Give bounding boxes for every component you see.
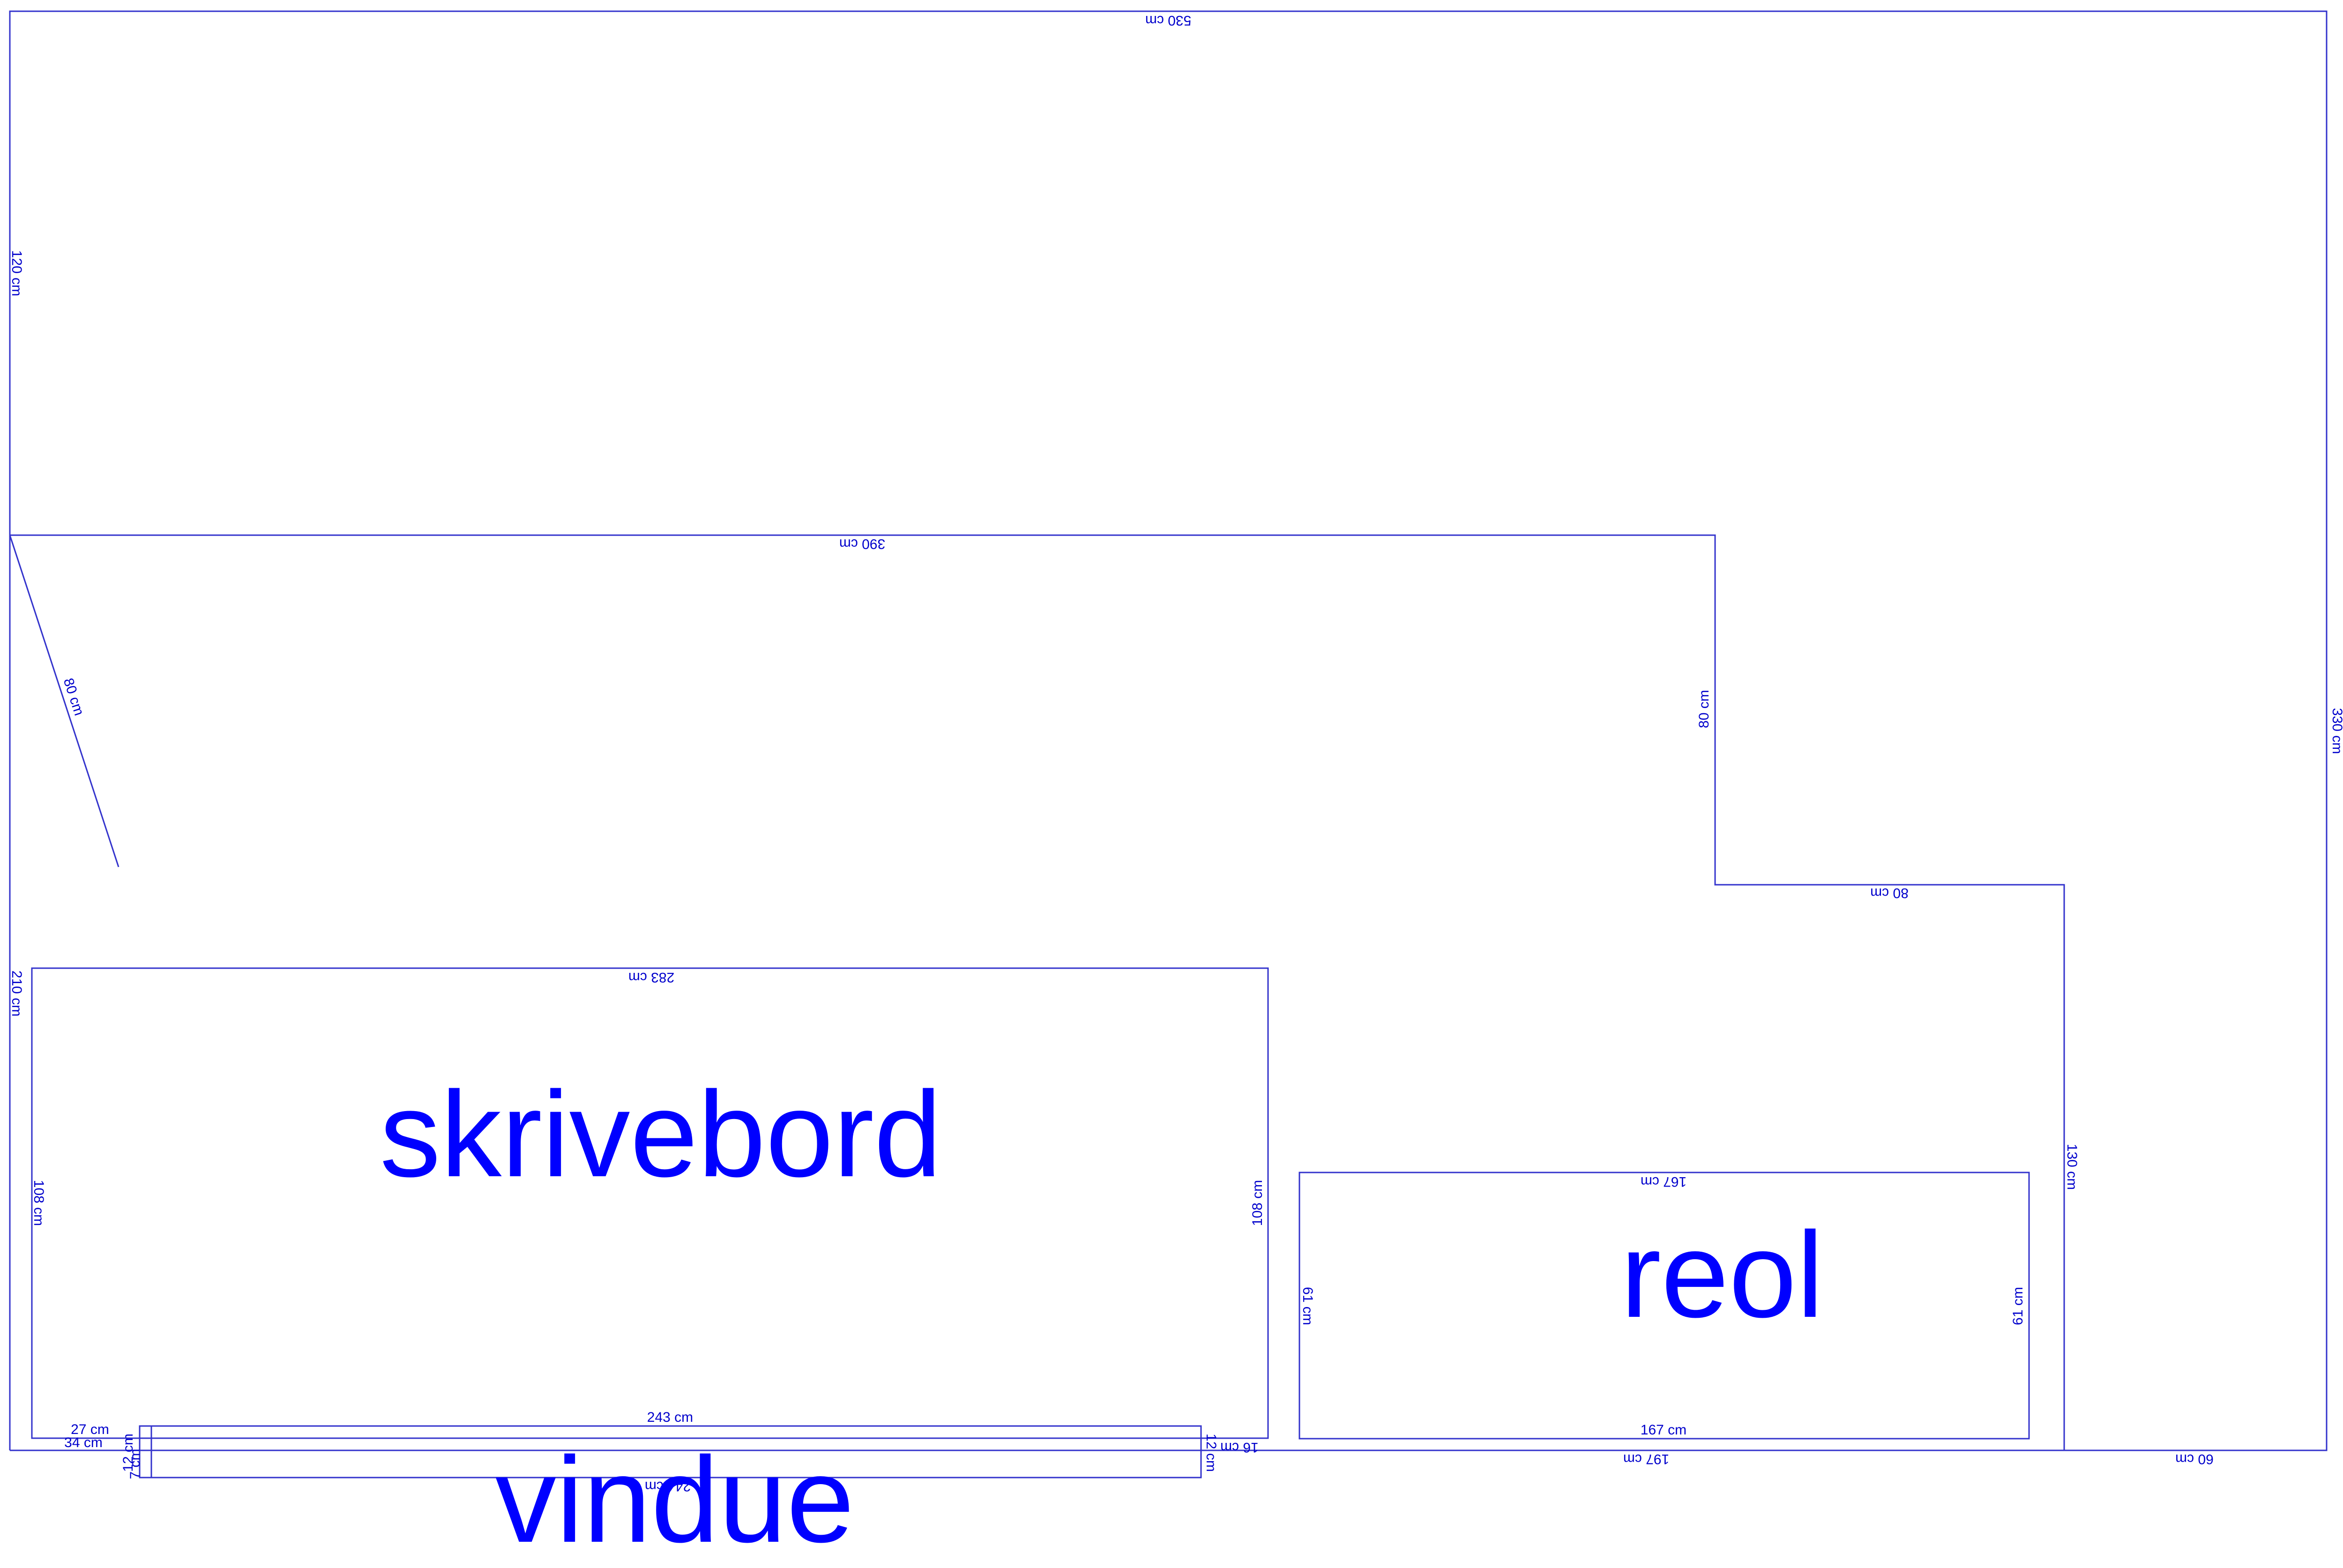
shelf-outline <box>1298 1172 2030 1440</box>
dim-window-left-b: 7 cm <box>127 1449 143 1479</box>
dim-inner-top: 390 cm <box>839 536 885 552</box>
dim-inner-right-vertical: 130 cm <box>2064 1144 2080 1190</box>
dim-right-wall: 330 cm <box>2329 708 2343 754</box>
desk-label: skrivebord <box>380 1067 941 1202</box>
dim-shelf-bottom: 167 cm <box>1641 1422 1686 1438</box>
outer-wall <box>9 10 2328 1451</box>
dim-diagonal: 80 cm <box>60 676 87 717</box>
dim-desk-bottom-left-a: 27 cm <box>71 1422 109 1437</box>
dim-left-lower: 210 cm <box>9 971 24 1016</box>
window-label: vindue <box>495 1432 854 1568</box>
dim-inner-step-vertical: 80 cm <box>1696 690 1712 728</box>
dim-left-upper: 120 cm <box>9 250 24 296</box>
dim-desk-left: 108 cm <box>31 1180 46 1226</box>
dim-bottom-right: 60 cm <box>2175 1451 2214 1467</box>
dim-bottom-middle: 197 cm <box>1623 1451 1669 1467</box>
door-swing-line <box>9 535 119 867</box>
inner-wall <box>10 534 2065 1450</box>
dim-desk-right: 108 cm <box>1250 1180 1265 1226</box>
dim-desk-bottom-left-b: 34 cm <box>64 1435 103 1450</box>
dim-window-bottom: 244 cm <box>645 1478 691 1494</box>
dim-window-right: 12 cm <box>1203 1434 1219 1472</box>
dim-desk-top: 283 cm <box>628 970 674 985</box>
shelf-label: reol <box>1620 1207 1824 1343</box>
dim-desk-bottom-right: 16 cm <box>1220 1440 1259 1455</box>
dim-inner-step-horizontal: 80 cm <box>1870 885 1909 901</box>
dim-shelf-left: 61 cm <box>1300 1287 1315 1325</box>
dim-shelf-top: 167 cm <box>1641 1174 1686 1189</box>
dim-top-wall: 530 cm <box>1145 13 1191 28</box>
dim-window-top: 243 cm <box>647 1410 693 1425</box>
desk-outline <box>31 967 1269 1439</box>
dim-window-left-a: 12 cm <box>120 1434 136 1472</box>
dim-shelf-right: 61 cm <box>2010 1287 2026 1325</box>
window-outline <box>139 1425 1202 1478</box>
